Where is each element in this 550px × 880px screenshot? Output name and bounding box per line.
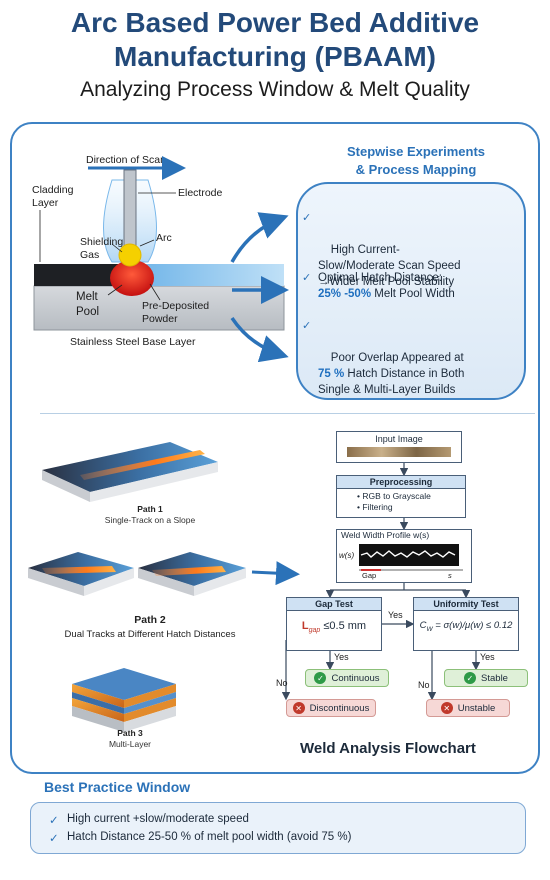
path2-subtitle: Dual Tracks at Different Hatch Distances bbox=[64, 629, 236, 640]
melt-pool-label: Melt Pool bbox=[76, 291, 100, 318]
check-icon: ✓ bbox=[302, 212, 312, 224]
experiments-bubble: ✓ High Current- Slow/Moderate Scan Speed… bbox=[296, 182, 526, 400]
arrow-to-bubble-lower bbox=[230, 317, 289, 363]
fc-no-label-1: No bbox=[276, 678, 288, 688]
electrode-label: Electrode bbox=[178, 187, 223, 199]
fc-input-thumbnail bbox=[347, 447, 451, 457]
powder-label: Pre-Deposited Powder bbox=[142, 300, 210, 325]
best-practice-title: Best Practice Window bbox=[44, 779, 191, 795]
best-practice-item-2: ✓ Hatch Distance 25-50 % of melt pool wi… bbox=[49, 831, 352, 845]
x-circle-icon: ✕ bbox=[292, 702, 305, 714]
path2-track-left bbox=[42, 566, 116, 574]
arc-label: Arc bbox=[156, 232, 172, 244]
fc-result-unstable: ✕ Unstable bbox=[426, 699, 510, 717]
path-illustrations bbox=[28, 442, 300, 732]
melt-pool-shape bbox=[110, 260, 154, 296]
fc-uniformity-test-label: Uniformity Test bbox=[414, 598, 518, 611]
fc-pre-item-2: • Filtering bbox=[357, 502, 393, 512]
fc-yes-label-1: Yes bbox=[388, 610, 403, 620]
check-circle-icon: ✓ bbox=[464, 672, 477, 684]
path3-subtitle: Multi-Layer bbox=[108, 739, 152, 749]
fc-result-stable: ✓ Stable bbox=[444, 669, 528, 687]
powder-layer-strip bbox=[134, 264, 284, 286]
check-icon: ✓ bbox=[49, 833, 59, 845]
fc-result-continuous: ✓ Continuous bbox=[305, 669, 389, 687]
fc-yes-label-2: Yes bbox=[334, 652, 349, 662]
fc-yes-label-3: Yes bbox=[480, 652, 495, 662]
fc-profile-box: Weld Width Profile w(s) bbox=[336, 529, 472, 583]
fc-profile-y-label: w(s) bbox=[339, 551, 355, 560]
fc-result-discontinuous: ✕ Discontinuous bbox=[286, 699, 376, 717]
path3-title: Path 3 bbox=[117, 728, 143, 738]
base-layer-label: Stainless Steel Base Layer bbox=[70, 336, 196, 348]
path2-track-right bbox=[152, 566, 226, 576]
fc-gap-test-label: Gap Test bbox=[287, 598, 381, 611]
fc-profile-s-label: s bbox=[448, 571, 452, 580]
experiment-bullet-2: ✓ Optimal Hatch Distance: 25% -50% Melt … bbox=[302, 272, 455, 300]
fc-profile-label: Weld Width Profile w(s) bbox=[341, 530, 430, 540]
cladding-layer-label: Cladding Layer bbox=[32, 184, 74, 209]
check-icon: ✓ bbox=[49, 815, 59, 827]
experiments-heading: Stepwise Experiments & Process Mapping bbox=[347, 144, 485, 177]
fc-preprocessing-label: Preprocessing bbox=[337, 476, 465, 489]
arrow-to-bubble-upper bbox=[230, 212, 289, 263]
fc-profile-gap-label: Gap bbox=[362, 571, 377, 580]
shielding-gas-label: Shielding Gas bbox=[80, 236, 124, 261]
arc-glow bbox=[118, 243, 142, 267]
path1-title: Path 1 bbox=[137, 504, 163, 514]
path2-title: Path 2 bbox=[134, 614, 166, 626]
fc-preprocessing-box: Preprocessing • RGB to Grayscale • Filte… bbox=[336, 475, 466, 518]
fc-gap-test-box: Gap Test Lgap ≤0.5 mm bbox=[286, 597, 382, 651]
fc-gap-formula: Lgap ≤0.5 mm bbox=[301, 620, 367, 635]
cladding-layer-strip bbox=[34, 264, 134, 286]
check-icon: ✓ bbox=[302, 272, 312, 284]
best-practice-box: ✓ High current +slow/moderate speed ✓ Ha… bbox=[30, 802, 526, 854]
fc-uniformity-test-box: Uniformity Test CW = σ(w)/μ(w) ≤ 0.12 bbox=[413, 597, 519, 651]
check-icon: ✓ bbox=[302, 320, 312, 332]
fc-profile-plot bbox=[359, 544, 463, 571]
fc-input-label: Input Image bbox=[375, 434, 423, 444]
experiment-bullet-1: ✓ High Current- Slow/Moderate Scan Speed… bbox=[302, 212, 461, 288]
page-title-line2: Manufacturing (PBAAM) bbox=[114, 41, 436, 72]
flowchart-title: Weld Analysis Flowchart bbox=[300, 740, 476, 757]
x-circle-icon: ✕ bbox=[440, 702, 453, 714]
page-subtitle: Analyzing Process Window & Melt Quality bbox=[80, 78, 470, 101]
direction-of-scan-label: Direction of Scan bbox=[86, 154, 166, 166]
arrow-to-flowchart bbox=[251, 561, 300, 586]
path1-subtitle: Single-Track on a Slope bbox=[104, 515, 196, 525]
fc-input-box: Input Image bbox=[336, 431, 462, 463]
welding-schematic bbox=[33, 156, 289, 363]
fc-pre-item-1: • RGB to Grayscale bbox=[357, 491, 431, 501]
check-circle-icon: ✓ bbox=[314, 672, 327, 684]
base-layer-block bbox=[33, 285, 285, 331]
path1-slab-front bbox=[90, 462, 218, 502]
best-practice-item-1: ✓ High current +slow/moderate speed bbox=[49, 813, 249, 827]
path1-slab-side bbox=[42, 470, 90, 502]
path3-layer-orange-1 bbox=[72, 684, 124, 708]
fc-no-label-2: No bbox=[418, 680, 430, 690]
path1-track bbox=[80, 450, 205, 480]
section-divider bbox=[40, 413, 535, 414]
page-title-line1: Arc Based Power Bed Additive bbox=[70, 7, 480, 38]
fc-uniformity-formula: CW = σ(w)/μ(w) ≤ 0.12 bbox=[419, 620, 513, 633]
